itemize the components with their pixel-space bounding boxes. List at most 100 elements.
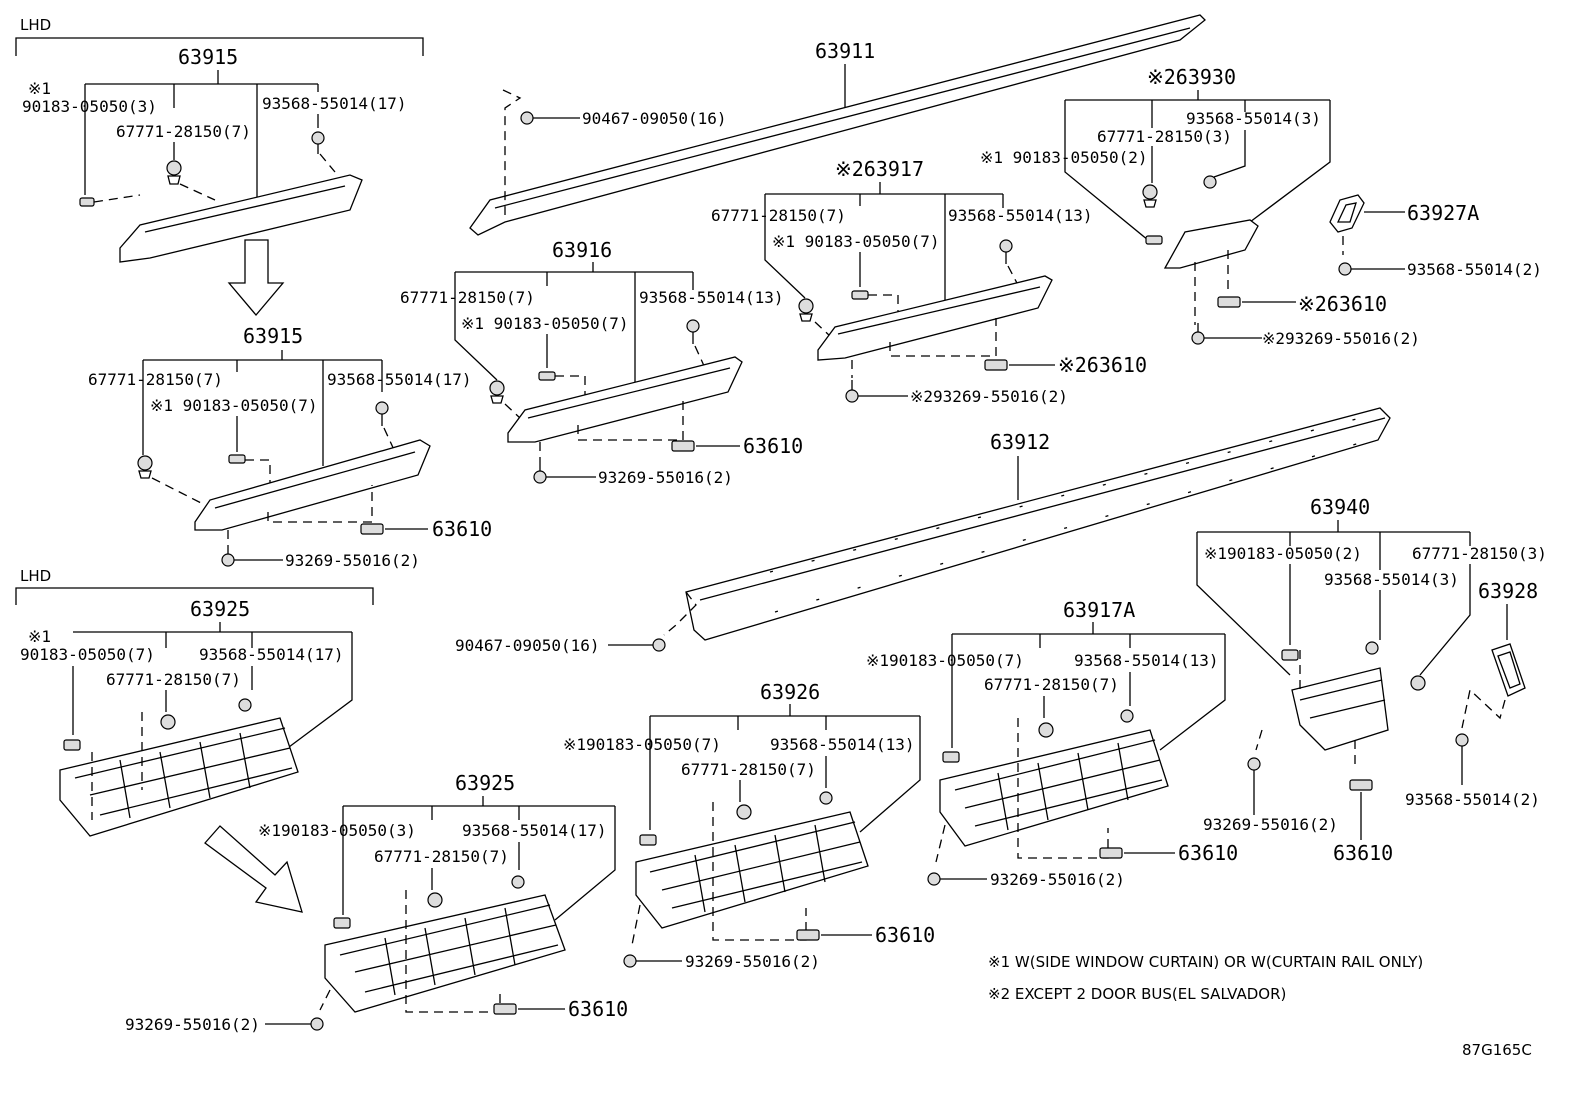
- end-panel-63940: [1291, 667, 1389, 751]
- grommet-label: 67771-28150(3): [1097, 127, 1232, 146]
- clip-icon: [333, 917, 351, 929]
- long-panel-63912: [685, 407, 1391, 641]
- screw-label: 93568-55014(2): [1405, 790, 1540, 809]
- clip-label: ※190183-05050(3): [258, 821, 416, 840]
- grommet-icon: [427, 892, 443, 908]
- pin-icon: [520, 111, 534, 125]
- screw-icon: [686, 319, 700, 344]
- bolt-icon: [1247, 757, 1261, 771]
- grommet-icon: [160, 714, 176, 730]
- part-number-63610: 63610: [1178, 841, 1238, 865]
- screw-icon: [1120, 709, 1134, 723]
- bolt-label: ※293269-55016(2): [910, 387, 1068, 406]
- note-ref-1: ※1: [28, 627, 51, 646]
- clip-label: ※1 90183-05050(7): [461, 314, 629, 333]
- part-number-63610: 63610: [568, 997, 628, 1021]
- screw-label: 93568-55014(17): [262, 94, 407, 113]
- grommet-label: 67771-28150(7): [711, 206, 846, 225]
- part-number-63930: ※263930: [1147, 65, 1236, 89]
- part-number-63610: ※263610: [1298, 292, 1387, 316]
- part-number-63911: 63911: [815, 39, 875, 63]
- part-number-63925: 63925: [190, 597, 250, 621]
- clip-icon: [1349, 779, 1373, 791]
- part-number-63610: 63610: [875, 923, 935, 947]
- grommet-label: 67771-28150(7): [88, 370, 223, 389]
- grommet-icon: [1038, 722, 1054, 738]
- part-number-63940: 63940: [1310, 495, 1370, 519]
- part-number-63917A: 63917A: [1063, 598, 1135, 622]
- bolt-label: ※293269-55016(2): [1262, 329, 1420, 348]
- clip-label: ※1 90183-05050(7): [772, 232, 940, 251]
- clip-label: ※190183-05050(7): [563, 735, 721, 754]
- screw-icon: [1455, 733, 1469, 747]
- part-number-63917: ※263917: [835, 157, 924, 181]
- arrow-down-icon: [227, 239, 285, 317]
- screw-label: 93568-55014(17): [327, 370, 472, 389]
- bolt-icon: [623, 954, 637, 968]
- rocker-molding-63917: [817, 275, 1053, 361]
- bolt-label: 93269-55016(2): [1203, 815, 1338, 834]
- group-63911: 63911 90467-09050(16): [469, 14, 1206, 236]
- screw-icon: [1203, 175, 1217, 189]
- group-63915-top: 63915 ※1 90183-05050(3) 67771-28150(7) 9…: [22, 45, 407, 263]
- clip-label: 90183-05050(7): [20, 645, 155, 664]
- lhd-label-bottom: LHD: [20, 567, 51, 585]
- clip-icon: [63, 739, 81, 751]
- screw-label: 93568-55014(13): [1074, 651, 1219, 670]
- part-number-63912: 63912: [990, 430, 1050, 454]
- clip-label: ※190183-05050(7): [866, 651, 1024, 670]
- bolt-icon: [310, 1017, 324, 1031]
- footnote-1: ※1 W(SIDE WINDOW CURTAIN) OR W(CURTAIN R…: [988, 953, 1423, 971]
- grommet-label: 67771-28150(3): [1412, 544, 1547, 563]
- group-63915-mid: 63915 67771-28150(7) ※1 90183-05050(7) 9…: [88, 324, 492, 570]
- clip-icon: [639, 834, 657, 846]
- group-63925-top: 63925 ※1 90183-05050(7) 93568-55014(17) …: [20, 597, 353, 837]
- group-63916: 63916 67771-28150(7) ※1 90183-05050(7) 9…: [400, 238, 803, 487]
- screw-icon: [511, 875, 525, 889]
- screw-icon: [375, 401, 389, 426]
- group-63928: 63928 93568-55014(2): [1405, 579, 1540, 809]
- screw-icon: [1365, 641, 1379, 655]
- group-63917A: 63917A ※190183-05050(7) 93568-55014(13) …: [866, 598, 1238, 889]
- screw-icon: [999, 239, 1013, 264]
- grommet-label: 67771-28150(7): [400, 288, 535, 307]
- bolt-label: 93269-55016(2): [990, 870, 1125, 889]
- screw-label: 93568-55014(17): [199, 645, 344, 664]
- screw-icon: [819, 791, 833, 805]
- screw-label: 93568-55014(3): [1324, 570, 1459, 589]
- screw-label: 93568-55014(13): [639, 288, 784, 307]
- group-63927A: 63927A 93568-55014(2): [1329, 194, 1542, 279]
- part-number-63610: 63610: [1333, 841, 1393, 865]
- screw-label: 93568-55014(3): [1186, 109, 1321, 128]
- bolt-label: 93269-55016(2): [125, 1015, 260, 1034]
- screw-icon: [1338, 262, 1352, 276]
- lhd-label-top: LHD: [20, 16, 51, 34]
- grommet-label: 67771-28150(7): [984, 675, 1119, 694]
- step-panel-63926: [635, 811, 869, 929]
- group-63940: 63940 ※190183-05050(2) 67771-28150(3) 93…: [1196, 495, 1547, 865]
- clip-label: 90183-05050(3): [22, 97, 157, 116]
- clip-icon: [671, 440, 695, 452]
- clip-icon: [79, 197, 95, 207]
- part-number-63916: 63916: [552, 238, 612, 262]
- figure-code: 87G165C: [1462, 1041, 1532, 1059]
- part-number-63925-b: 63925: [455, 771, 515, 795]
- grommet-label: 67771-28150(7): [106, 670, 241, 689]
- screw-label: 93568-55014(17): [462, 821, 607, 840]
- step-panel-63925-a: [59, 717, 299, 837]
- grommet-icon: [1142, 184, 1158, 208]
- grommet-icon: [1410, 675, 1426, 691]
- grommet-label: 67771-28150(7): [374, 847, 509, 866]
- grommet-label: 67771-28150(7): [116, 122, 251, 141]
- part-number-63928: 63928: [1478, 579, 1538, 603]
- grommet-icon: [166, 160, 182, 185]
- bolt-icon: [533, 462, 547, 484]
- bolt-icon: [1191, 323, 1205, 345]
- cover-63928: [1491, 643, 1526, 697]
- screw-icon: [311, 131, 325, 154]
- grommet-label: 67771-28150(7): [681, 760, 816, 779]
- cover-63927A: [1329, 194, 1365, 233]
- bolt-icon: [845, 380, 859, 403]
- pin-label: 90467-09050(16): [455, 636, 600, 655]
